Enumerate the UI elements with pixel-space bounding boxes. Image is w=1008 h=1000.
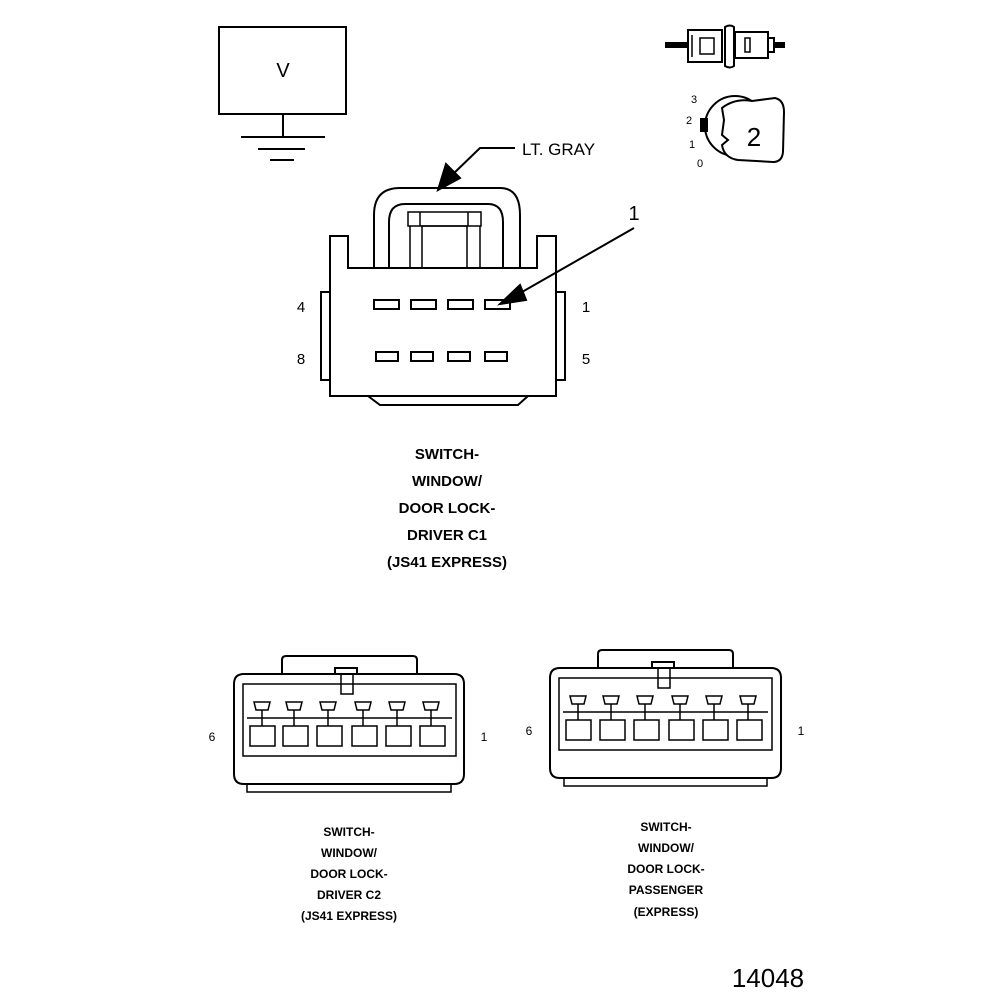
c1-caption-line: SWITCH- [415,446,479,463]
connector-c2 [233,655,465,793]
connector-passenger [549,649,782,787]
c1-caption-line: WINDOW/ [412,473,483,490]
passenger-caption-line: SWITCH- [640,820,691,834]
passenger-caption-line: (EXPRESS) [634,905,699,919]
callout-number: 1 [628,203,639,225]
legend-letter: V [276,60,290,82]
passenger-pin-6: 6 [526,724,533,738]
c2-caption: SWITCH- WINDOW/ DOOR LOCK- DRIVER C2 (JS… [301,825,397,923]
key-position-3: 3 [691,94,697,106]
callout-arrow [496,227,635,306]
c2-caption-line: SWITCH- [323,825,374,839]
c1-pin-5: 5 [582,351,590,368]
passenger-pin-1: 1 [798,724,805,738]
legend-box [218,26,347,161]
wire-color-label: LT. GRAY [522,140,595,159]
c1-caption-line: DRIVER C1 [407,527,487,544]
ignition-key-icon [700,95,786,164]
c2-caption-line: (JS41 EXPRESS) [301,909,397,923]
c1-pin-8: 8 [297,351,305,368]
c1-pin-1: 1 [582,299,590,316]
c1-caption: SWITCH- WINDOW/ DOOR LOCK- DRIVER C1 (JS… [387,446,507,571]
connector-side-view-icon [665,24,785,69]
passenger-caption-line: WINDOW/ [638,841,695,855]
c1-caption-line: (JS41 EXPRESS) [387,554,507,571]
c1-caption-line: DOOR LOCK- [399,500,496,517]
key-position-1: 1 [689,139,695,151]
passenger-caption: SWITCH- WINDOW/ DOOR LOCK- PASSENGER (EX… [627,820,704,919]
connector-c1 [320,187,566,406]
wire-color-leader [436,147,515,193]
figure-number: 14048 [732,963,804,993]
key-number: 2 [747,122,761,152]
passenger-caption-line: PASSENGER [629,883,704,897]
c2-caption-line: DRIVER C2 [317,888,381,902]
key-position-0: 0 [697,158,703,170]
passenger-caption-line: DOOR LOCK- [627,862,704,876]
c2-caption-line: DOOR LOCK- [310,867,387,881]
c2-caption-line: WINDOW/ [321,846,378,860]
c2-pin-6: 6 [209,730,216,744]
key-position-2: 2 [686,115,692,127]
c2-pin-1: 1 [481,730,488,744]
c1-pin-4: 4 [297,299,305,316]
